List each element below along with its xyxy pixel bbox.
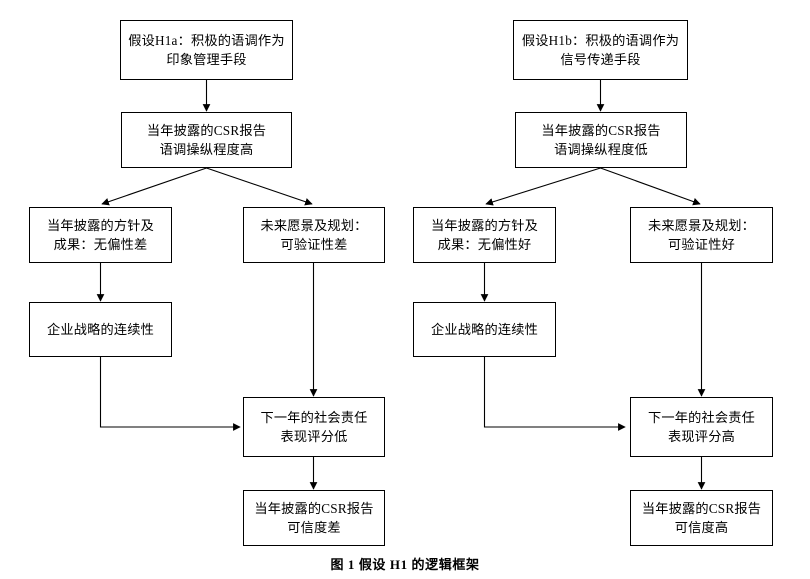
node-left-strategy[interactable]: 企业战略的连续性 [29,302,172,357]
node-left-hypothesis[interactable]: 假设H1a：积极的语调作为 印象管理手段 [120,20,293,80]
node-right-policy[interactable]: 当年披露的方针及 成果：无偏性好 [413,207,556,263]
connector-right-strategy-to-performance [483,357,626,431]
node-right-performance[interactable]: 下一年的社会责任 表现评分高 [630,397,773,457]
node-left-credibility-label: 当年披露的CSR报告 可信度差 [254,500,374,535]
node-left-policy[interactable]: 当年披露的方针及 成果：无偏性差 [29,207,172,263]
node-right-vision[interactable]: 未来愿景及规划： 可验证性好 [630,207,773,263]
node-right-hypothesis-label: 假设H1b：积极的语调作为 信号传递手段 [521,32,680,67]
node-right-credibility-label: 当年披露的CSR报告 可信度高 [641,500,762,535]
connector-left-tone-to-vision [206,167,313,206]
connector-right-tone-to-policy [485,167,601,206]
node-right-strategy[interactable]: 企业战略的连续性 [413,302,556,357]
node-left-tone-label: 当年披露的CSR报告 语调操纵程度高 [146,122,267,157]
node-right-credibility[interactable]: 当年披露的CSR报告 可信度高 [630,490,773,546]
node-left-tone[interactable]: 当年披露的CSR报告 语调操纵程度高 [121,112,292,168]
node-left-credibility[interactable]: 当年披露的CSR报告 可信度差 [243,490,385,546]
connector-right-tone-to-vision [600,167,701,206]
node-left-strategy-label: 企业战略的连续性 [46,321,155,337]
node-right-tone-label: 当年披露的CSR报告 语调操纵程度低 [541,122,661,157]
node-left-performance[interactable]: 下一年的社会责任 表现评分低 [243,397,385,457]
figure-caption: 图 1 假设 H1 的逻辑框架 [330,557,480,572]
node-left-vision-label: 未来愿景及规划： 可验证性差 [260,217,368,252]
node-right-hypothesis[interactable]: 假设H1b：积极的语调作为 信号传递手段 [513,20,688,80]
node-left-hypothesis-label: 假设H1a：积极的语调作为 印象管理手段 [128,32,285,67]
node-left-policy-label: 当年披露的方针及 成果：无偏性差 [46,217,155,252]
node-right-tone[interactable]: 当年披露的CSR报告 语调操纵程度低 [515,112,687,168]
connector-left-tone-to-policy [101,167,207,206]
node-right-vision-label: 未来愿景及规划： 可验证性好 [647,217,756,252]
connector-left-strategy-to-performance [99,357,241,431]
node-right-strategy-label: 企业战略的连续性 [430,321,539,337]
node-left-performance-label: 下一年的社会责任 表现评分低 [260,409,368,444]
node-right-performance-label: 下一年的社会责任 表现评分高 [647,409,756,444]
node-right-policy-label: 当年披露的方针及 成果：无偏性好 [430,217,539,252]
node-left-vision[interactable]: 未来愿景及规划： 可验证性差 [243,207,385,263]
